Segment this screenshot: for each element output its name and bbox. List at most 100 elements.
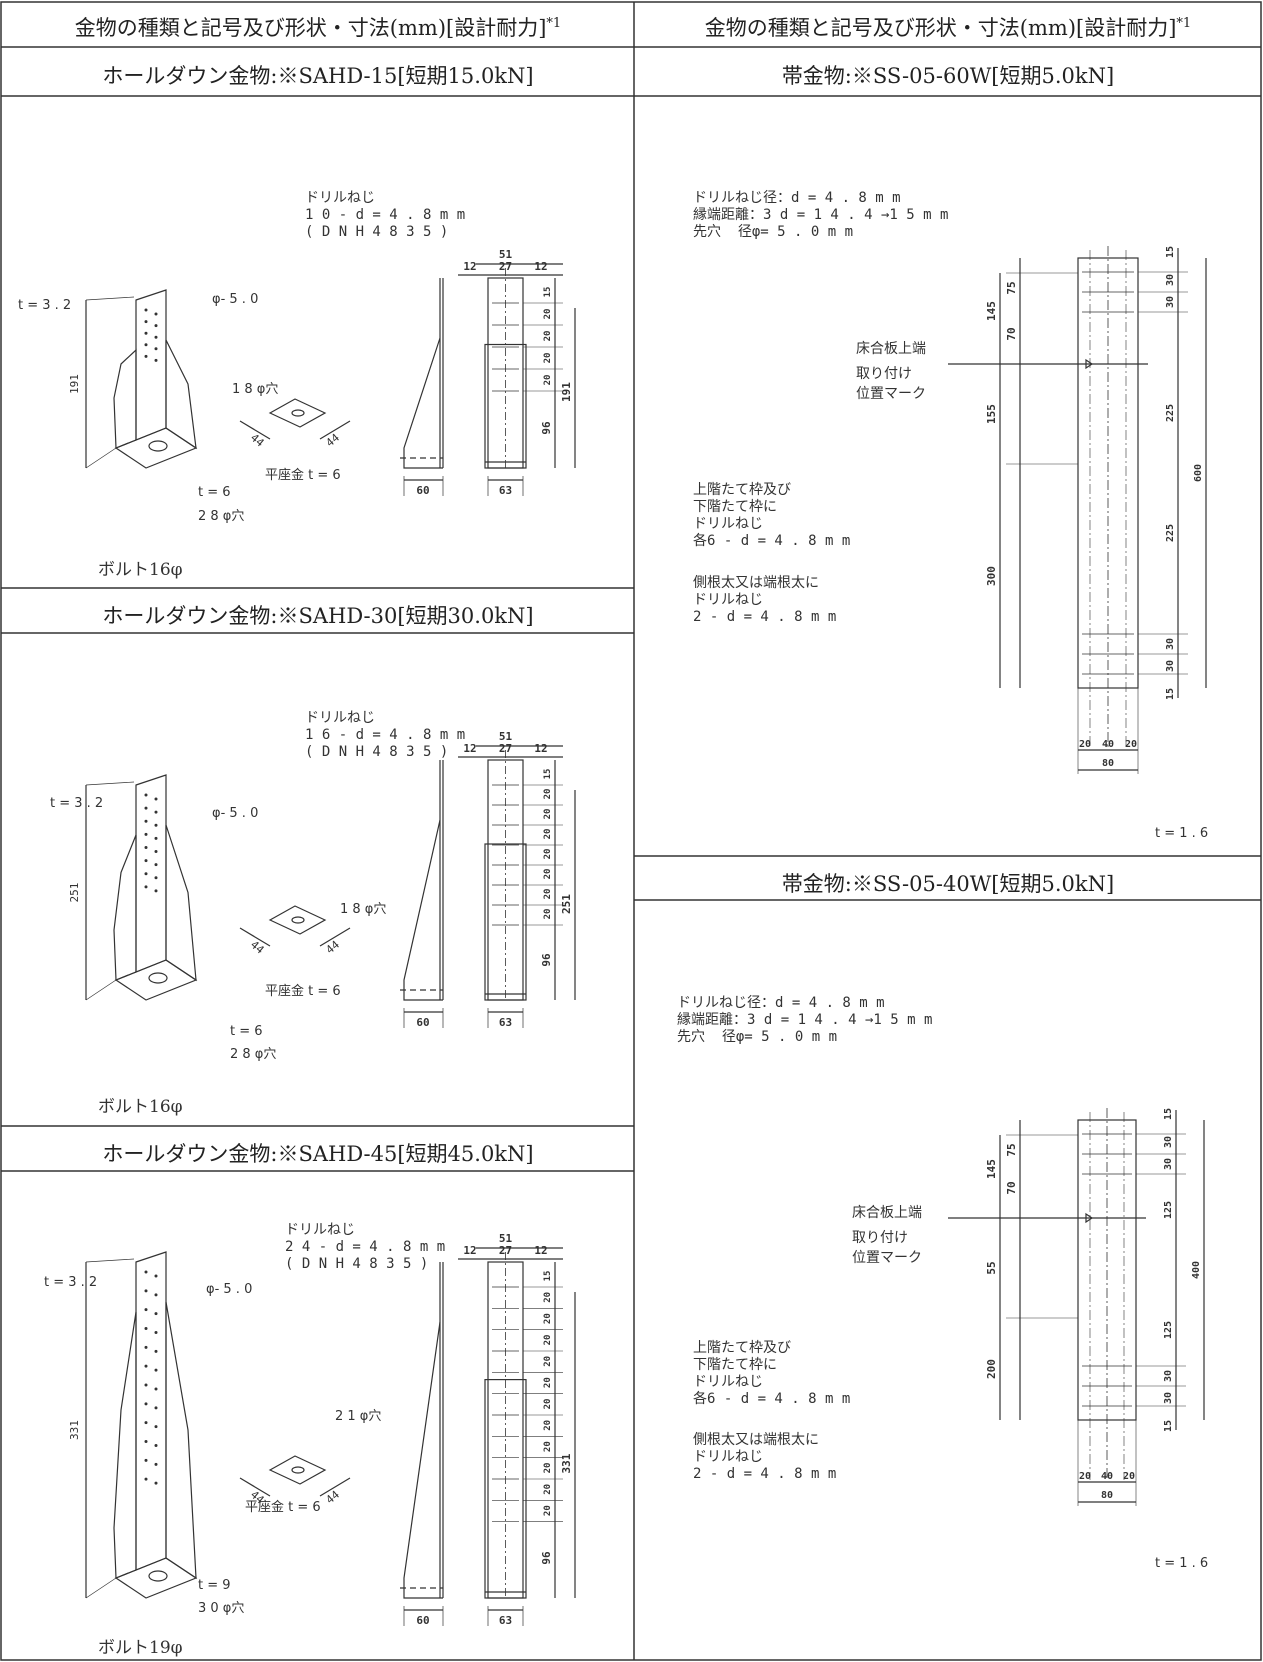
dimension-label: 15 bbox=[1165, 246, 1176, 258]
spacing-dimension: 20 bbox=[543, 869, 553, 880]
base-thickness-label: t = 6 bbox=[230, 1024, 263, 1039]
bolt-hole-label: 2 8 φ穴 bbox=[230, 1047, 277, 1062]
screw-hole bbox=[154, 863, 158, 867]
spacing-dimension: 15 bbox=[543, 1271, 553, 1282]
screw-hole bbox=[154, 1425, 158, 1429]
screw-hole bbox=[144, 846, 148, 849]
dimension-label: 80 bbox=[1102, 758, 1114, 769]
extension-line bbox=[85, 979, 117, 1001]
floor-top-label: 床合板上端 bbox=[852, 1205, 922, 1221]
position-mark-label: 取り付け 位置マーク bbox=[852, 1230, 922, 1266]
screw-hole bbox=[154, 1293, 158, 1297]
spacing-dimension: 20 bbox=[543, 829, 553, 840]
washer-hole-label: 1 8 φ穴 bbox=[340, 902, 387, 917]
bolt-label: ボルト16φ bbox=[98, 1097, 183, 1117]
washer-hole bbox=[291, 409, 305, 417]
drill-screw-note: ドリルねじ 2 4 - d = 4 . 8 m m ( D N H 4 8 3 … bbox=[285, 1222, 446, 1272]
dimension-label: 145 bbox=[985, 301, 998, 321]
dimension-label: 20 bbox=[1079, 739, 1091, 750]
extension-line bbox=[85, 447, 117, 469]
spacing-dimension: 15 bbox=[543, 769, 553, 780]
thickness-label: t = 3 . 2 bbox=[44, 1275, 98, 1290]
spacing-dimension: 20 bbox=[543, 809, 553, 820]
washer bbox=[268, 905, 327, 935]
base-thickness-label: t = 6 bbox=[198, 485, 231, 500]
screw-hole bbox=[144, 343, 148, 347]
spacing-dimension: 20 bbox=[543, 889, 553, 900]
screw-hole bbox=[144, 793, 148, 797]
screw-hole bbox=[154, 347, 158, 351]
extension-line bbox=[85, 781, 135, 786]
washer-hole bbox=[291, 1466, 305, 1474]
screw-hole bbox=[154, 335, 158, 339]
dimension-line bbox=[239, 420, 271, 440]
washer bbox=[268, 1455, 327, 1485]
screw-hole bbox=[144, 308, 148, 312]
dimension-label: 15 bbox=[1165, 688, 1176, 700]
height-dimension: 191 bbox=[68, 374, 81, 394]
screw-hole bbox=[144, 819, 148, 823]
overall-width-dimension: 51 bbox=[499, 248, 513, 261]
front-width-dimension: 63 bbox=[499, 484, 512, 497]
drill-screw-note: ドリルねじ 1 6 - d = 4 . 8 m m ( D N H 4 8 3 … bbox=[305, 710, 466, 760]
width-dimension: 27 bbox=[499, 742, 512, 755]
position-mark-label: 取り付け 位置マーク bbox=[856, 366, 926, 402]
dimension-label: 145 bbox=[985, 1159, 998, 1179]
spacing-dimension: 20 bbox=[543, 1377, 553, 1388]
screw-hole bbox=[154, 876, 158, 880]
base-height-dimension: 96 bbox=[540, 953, 553, 967]
spacing-dimension: 20 bbox=[543, 1463, 553, 1474]
spacing-dimension: 20 bbox=[543, 1335, 553, 1346]
screw-hole bbox=[144, 1383, 148, 1387]
dimension-label: 30 bbox=[1163, 1392, 1174, 1404]
bolt-label: ボルト19φ bbox=[98, 1638, 183, 1658]
dimension-line bbox=[239, 927, 271, 947]
screw-hole bbox=[154, 1349, 158, 1353]
screw-hole bbox=[144, 1327, 148, 1330]
screw-hole bbox=[154, 1406, 158, 1410]
column-header-right: 金物の種類と記号及び形状・寸法(mm)[設計耐力]*1 bbox=[704, 16, 1192, 40]
width-dimension: 27 bbox=[499, 260, 512, 273]
spacing-dimension: 20 bbox=[543, 1399, 553, 1410]
strap-thickness-label: t = 1 . 6 bbox=[1155, 1556, 1209, 1571]
dimension-label: 40 bbox=[1102, 739, 1114, 750]
drill-screw-note: ドリルねじ 1 0 - d = 4 . 8 m m ( D N H 4 8 3 … bbox=[305, 190, 466, 240]
dimension-label: 125 bbox=[1163, 1321, 1174, 1339]
spacing-dimension: 20 bbox=[543, 353, 553, 364]
spacing-dimension: 20 bbox=[543, 331, 553, 342]
screw-hole bbox=[144, 859, 148, 863]
dimension-label: 155 bbox=[985, 404, 998, 424]
dimension-label: 125 bbox=[1163, 1201, 1174, 1219]
front-elevation-base bbox=[484, 1378, 527, 1599]
screw-hole bbox=[154, 358, 158, 362]
dimension-label: 20 bbox=[1123, 1471, 1135, 1482]
section-title-sahd-30: ホールダウン金物:※SAHD-30[短期30.0kN] bbox=[102, 604, 534, 628]
screw-hole bbox=[154, 797, 158, 801]
spacing-dimension: 20 bbox=[543, 375, 553, 386]
spacing-dimension: 20 bbox=[543, 1313, 553, 1324]
screw-hole bbox=[154, 889, 158, 893]
spacing-dimension: 15 bbox=[543, 287, 553, 298]
screw-hole bbox=[144, 1364, 148, 1368]
base-height-dimension: 96 bbox=[540, 421, 553, 435]
dimension-line bbox=[239, 1477, 271, 1497]
screw-hole bbox=[144, 331, 148, 335]
hole-label: φ- 5 . 0 bbox=[206, 1282, 253, 1297]
washer-label: 平座金 t = 6 bbox=[245, 1500, 321, 1515]
joist-screw-note: 側根太又は端根太に ドリルねじ 2 - d = 4 . 8 m m bbox=[693, 575, 837, 625]
spacing-dimension: 20 bbox=[543, 1292, 553, 1303]
frame-screw-note: 上階たて枠及び 下階たて枠に ドリルねじ 各6 - d = 4 . 8 m m bbox=[693, 482, 851, 549]
dimension-label: 30 bbox=[1163, 1370, 1174, 1382]
washer-label: 平座金 t = 6 bbox=[265, 468, 341, 483]
bolt-hole bbox=[148, 972, 168, 984]
dimension-line bbox=[319, 1477, 351, 1497]
spacing-dimension: 20 bbox=[543, 1484, 553, 1495]
dimension-label: 30 bbox=[1165, 660, 1176, 672]
overall-width-dimension: 51 bbox=[499, 730, 513, 743]
screw-hole bbox=[154, 324, 158, 328]
